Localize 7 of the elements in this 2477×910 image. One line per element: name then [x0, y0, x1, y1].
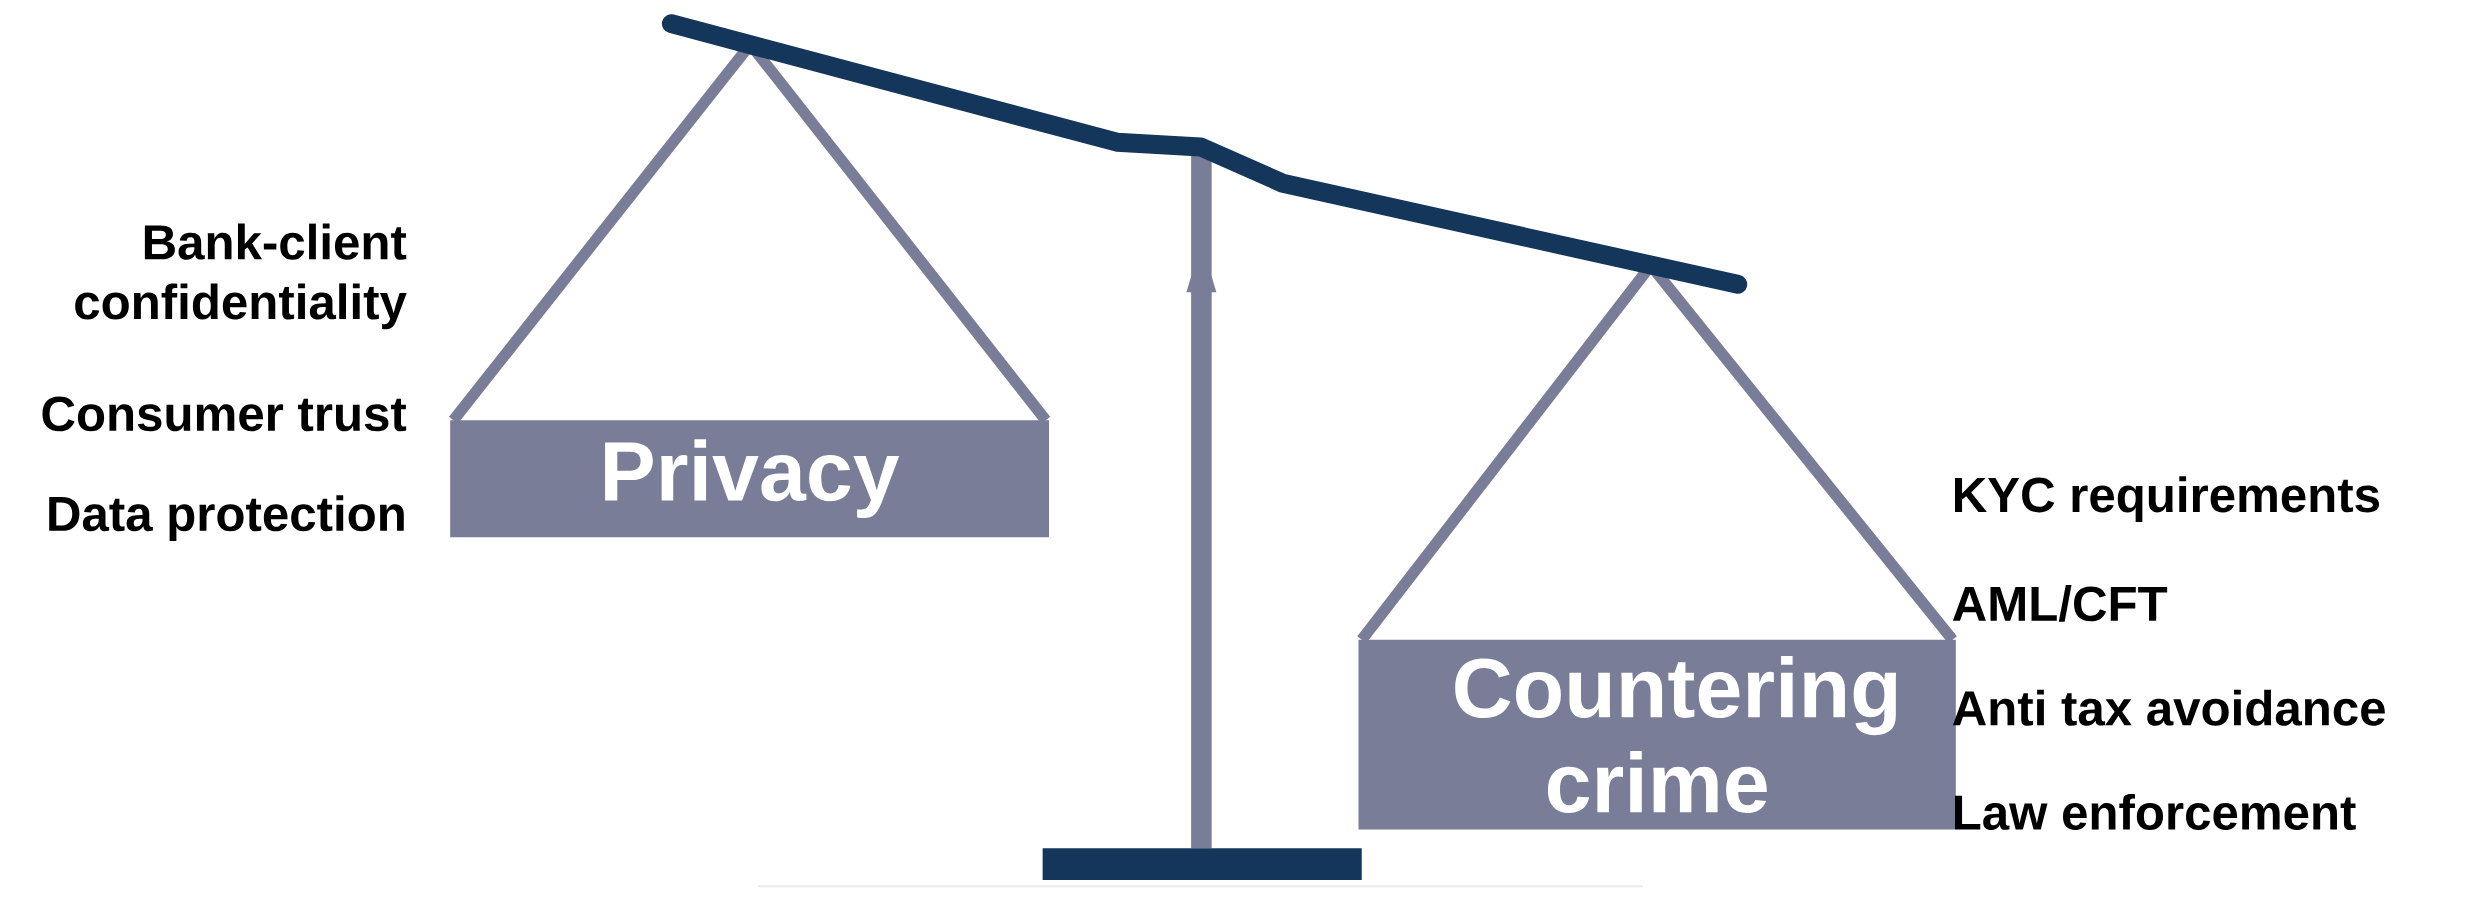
side-label: Law enforcement: [1955, 793, 2356, 831]
side-label: AML/CFT: [1952, 585, 2168, 622]
pan-box: Privacy: [450, 420, 1050, 538]
side-label: Data protection: [49, 495, 404, 542]
side-label: KYC requirements: [1955, 476, 2379, 523]
side-label: Consumer trust: [42, 396, 407, 432]
side-label: Bank-client confidentiality: [75, 223, 407, 330]
